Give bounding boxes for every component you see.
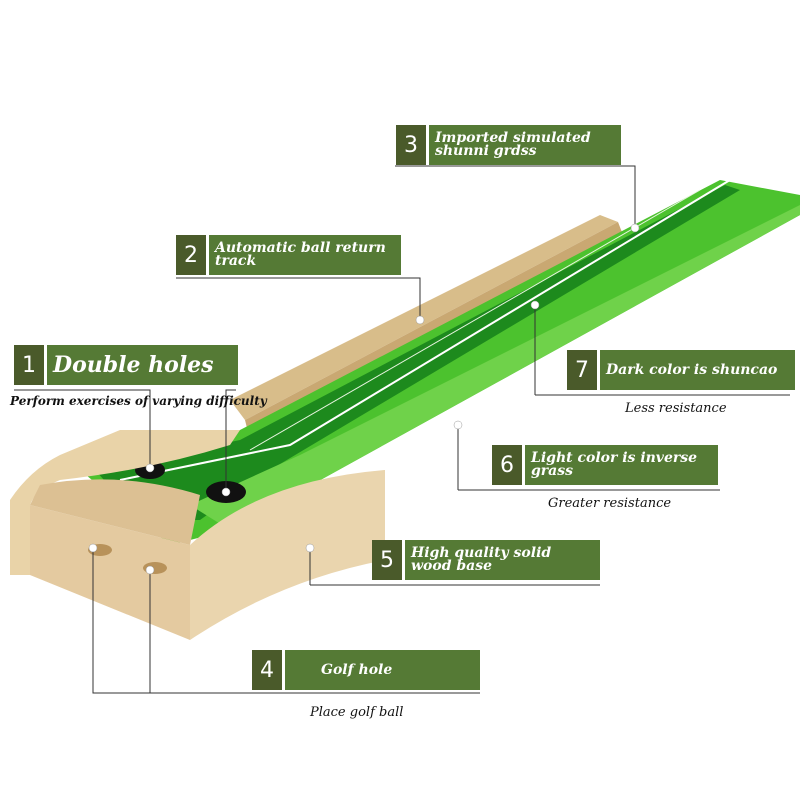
- callout-6-label: Light color is inverse grass: [525, 445, 718, 485]
- callout-1-caption: Perform exercises of varying difficulty: [10, 394, 267, 408]
- callout-6-caption: Greater resistance: [548, 496, 672, 511]
- wood-end-cap: [190, 470, 385, 640]
- callout-6: 6 Light color is inverse grass: [492, 445, 718, 485]
- leader-dots: [88, 223, 640, 575]
- callout-3-number: 3: [396, 125, 426, 165]
- callout-7-label: Dark color is shuncao: [600, 350, 795, 390]
- callout-5-number: 5: [372, 540, 402, 580]
- callout-7-number: 7: [567, 350, 597, 390]
- callout-2-number: 2: [176, 235, 206, 275]
- callout-1-label: Double holes: [47, 345, 238, 385]
- callout-3: 3 Imported simulated shunni grdss: [396, 125, 621, 165]
- callout-4-number: 4: [252, 650, 282, 690]
- callout-4: 4 Golf hole: [252, 650, 480, 690]
- callout-7: 7 Dark color is shuncao: [567, 350, 795, 390]
- callout-5: 5 High quality solid wood base: [372, 540, 600, 580]
- callout-6-number: 6: [492, 445, 522, 485]
- callout-5-label: High quality solid wood base: [405, 540, 600, 580]
- callout-7-caption: Less resistance: [625, 401, 727, 416]
- callout-4-label: Golf hole: [285, 650, 480, 690]
- ball-return-track: [230, 215, 618, 420]
- callout-4-caption: Place golf ball: [310, 705, 404, 720]
- callout-3-label: Imported simulated shunni grdss: [429, 125, 621, 165]
- dark-grass-stripe: [95, 185, 740, 520]
- leader-lines: [14, 165, 790, 694]
- callout-1-number: 1: [14, 345, 44, 385]
- white-center-line: [119, 179, 731, 481]
- callout-2: 2 Automatic ball return track: [176, 235, 401, 275]
- callout-1: 1 Double holes: [14, 345, 238, 385]
- callout-2-label: Automatic ball return track: [209, 235, 401, 275]
- wood-base: [10, 430, 240, 575]
